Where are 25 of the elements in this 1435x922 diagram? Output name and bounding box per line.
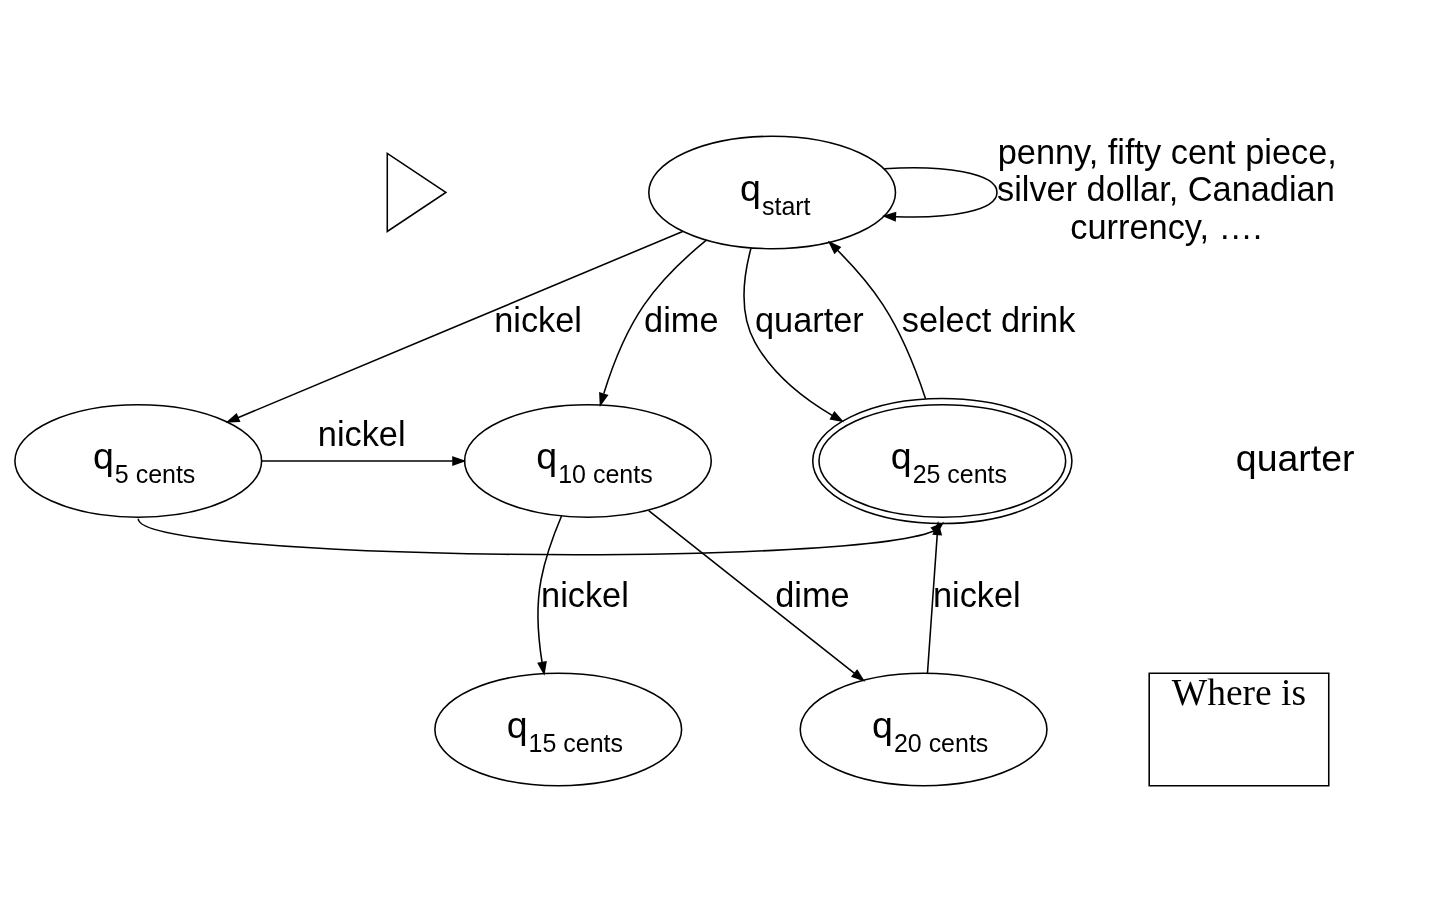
- edge-label: nickel: [317, 415, 406, 454]
- edge-label: quarter: [754, 301, 864, 340]
- node-ellipse: q$_{25 cents}$: [811, 397, 1073, 525]
- node-ellipse: q$_{20 cents}$: [799, 672, 1048, 787]
- node-triangle: [386, 151, 448, 233]
- node-box: Where is: [1148, 672, 1330, 787]
- arrow: [260, 456, 467, 466]
- edge-label: dime: [775, 576, 850, 615]
- edge-label: dime: [644, 301, 719, 340]
- arrow: [537, 515, 563, 676]
- label: quarter: [1235, 436, 1355, 479]
- arrow: [599, 239, 707, 407]
- node-ellipse: q$_{15 cents}$: [434, 672, 683, 787]
- edge-label: nickel: [932, 576, 1021, 615]
- arrow: [647, 509, 866, 682]
- edge-label: penny, fifty cent piece, silver dollar, Canadian currency, ….: [996, 132, 1337, 246]
- node-ellipse: q$_{10 cents}$: [463, 404, 713, 518]
- arrow: [882, 167, 998, 222]
- edge-label: select drink: [901, 301, 1076, 340]
- arrow: [827, 240, 927, 400]
- node-ellipse: q$_{5 cents}$: [14, 404, 263, 518]
- arrow: [225, 230, 684, 423]
- edge-label: nickel: [541, 576, 629, 615]
- edge-label: nickel: [494, 301, 582, 340]
- arrow: [743, 247, 845, 423]
